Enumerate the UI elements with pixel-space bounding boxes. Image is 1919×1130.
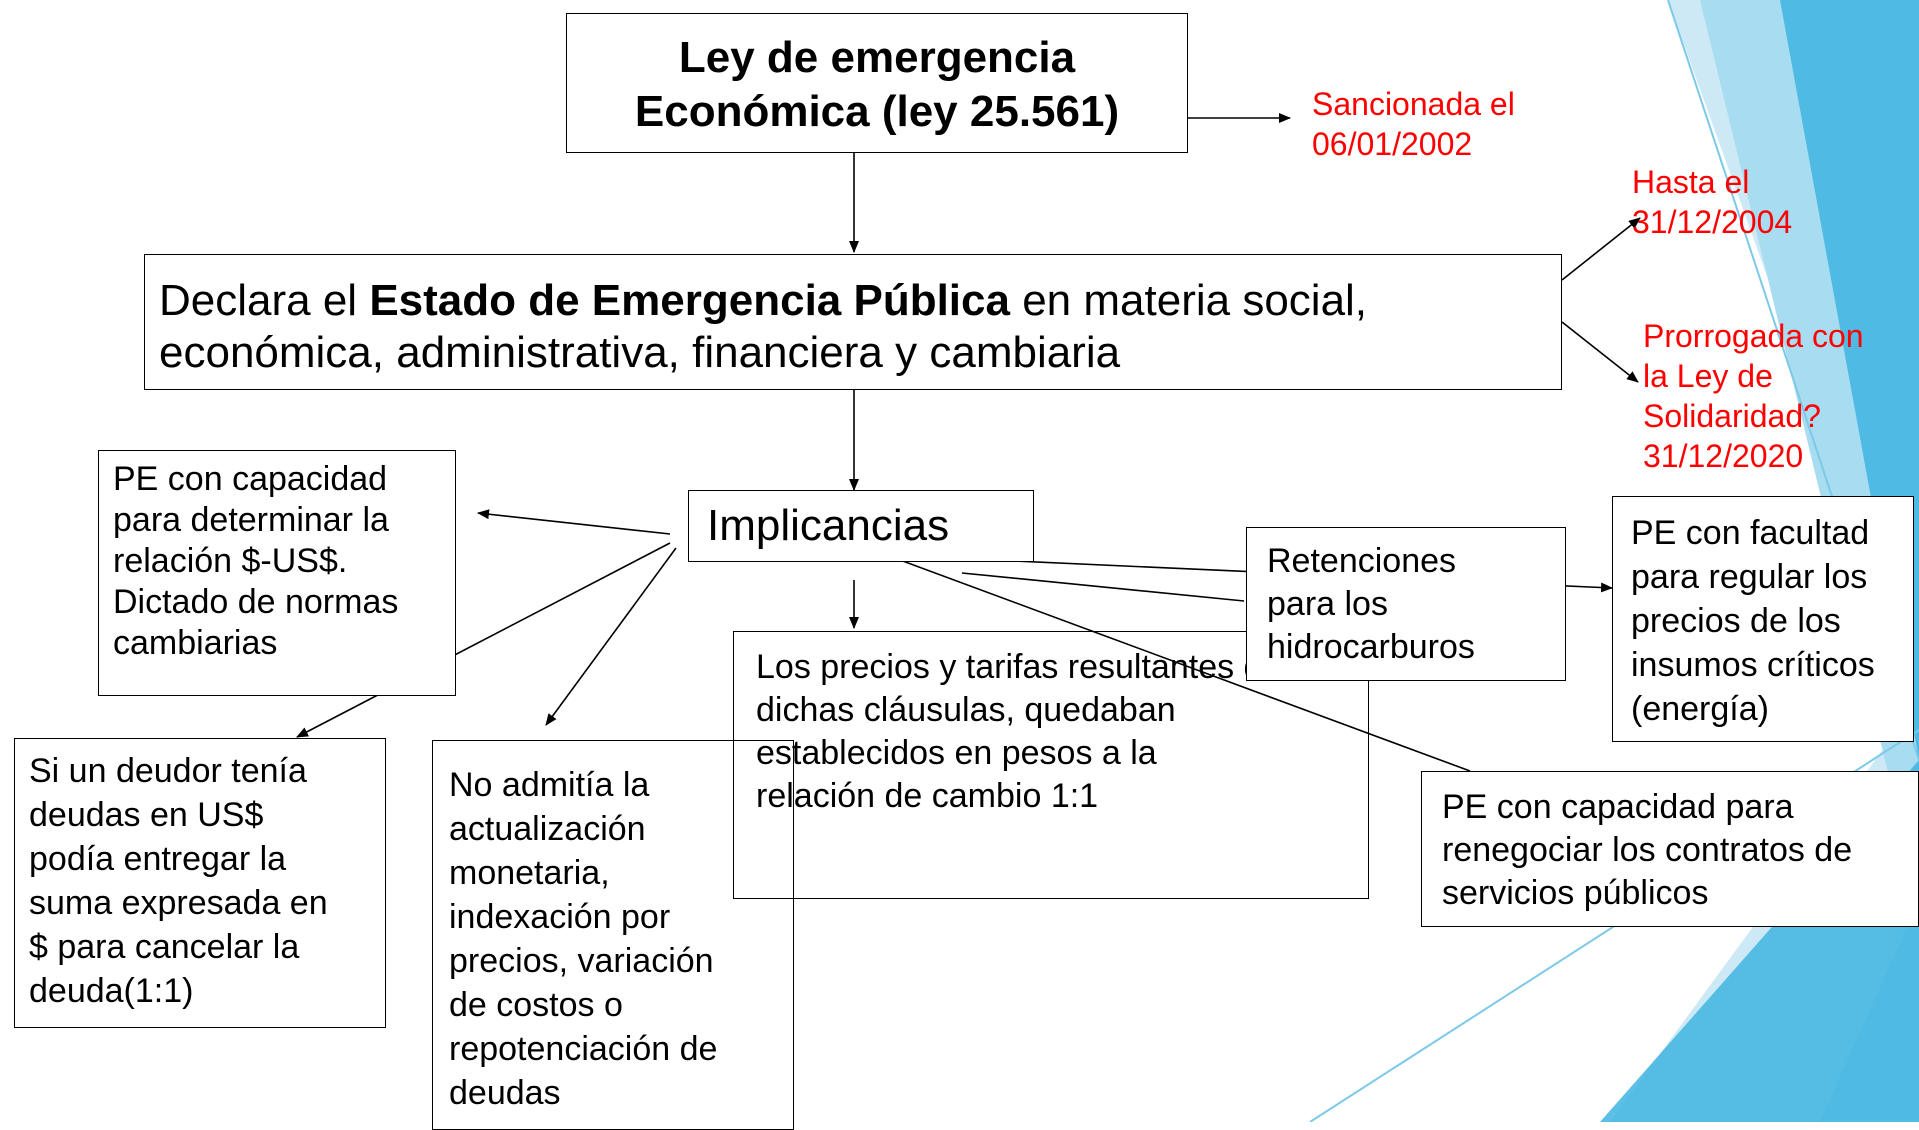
debtor-text: Si un deudor tenía deudas en US$ podía e… — [29, 752, 328, 1010]
prices-text: Los precios y tarifas resultantes de dic… — [756, 648, 1282, 815]
arrow-declaration-to-until — [1561, 217, 1641, 281]
arrow-implicancias-to-debtor — [296, 542, 671, 738]
exchange-rate-text: PE con capacidad para determinar la rela… — [113, 460, 399, 662]
exchange-rate-box: PE con capacidad para determinar la rela… — [98, 450, 456, 696]
extension-note: Prorrogada con la Ley de Solidaridad? 31… — [1643, 318, 1864, 474]
arrow-implicancias-to-indexation — [545, 547, 677, 726]
declaration-emphasis: Estado de Emergencia Pública — [369, 276, 1010, 325]
declaration-line-2: económica, administrativa, financiera y … — [159, 328, 1121, 377]
title-box: Ley de emergencia Económica (ley 25.561) — [566, 13, 1188, 153]
debtor-box: Si un deudor tenía deudas en US$ podía e… — [14, 738, 386, 1028]
arrow-implicancias-to-exchange — [477, 509, 671, 535]
title-line-2: Económica (ley 25.561) — [634, 87, 1120, 136]
regulate-prices-text: PE con facultad para regular los precios… — [1631, 514, 1875, 728]
arrow-declaration-to-extension — [1561, 321, 1639, 383]
declaration-box: Declara el Estado de Emergencia Pública … — [144, 254, 1562, 390]
until-note: Hasta el 31/12/2004 — [1632, 164, 1793, 240]
sanction-note: Sancionada el 06/01/2002 — [1312, 86, 1515, 162]
title-line-1: Ley de emergencia — [678, 33, 1076, 82]
indexation-text: No admitía la actualización monetaria, i… — [449, 766, 718, 1112]
prices-box: Los precios y tarifas resultantes de dic… — [733, 631, 1369, 899]
line-implicancias-to-renegotiate — [899, 559, 1471, 772]
declaration-line-1: Declara el Estado de Emergencia Pública … — [159, 276, 1368, 325]
regulate-prices-box: PE con facultad para regular los precios… — [1612, 496, 1914, 742]
implicancias-label: Implicancias — [707, 501, 950, 550]
line-implicancias-to-retentions — [961, 572, 1245, 602]
implicancias-box: Implicancias — [688, 490, 1034, 562]
renegotiate-box: PE con capacidad para renegociar los con… — [1421, 771, 1919, 927]
renegotiate-text: PE con capacidad para renegociar los con… — [1442, 788, 1853, 912]
retentions-text: Retenciones para los hidrocarburos — [1267, 542, 1475, 666]
retentions-box: Retenciones para los hidrocarburos — [1246, 527, 1566, 681]
